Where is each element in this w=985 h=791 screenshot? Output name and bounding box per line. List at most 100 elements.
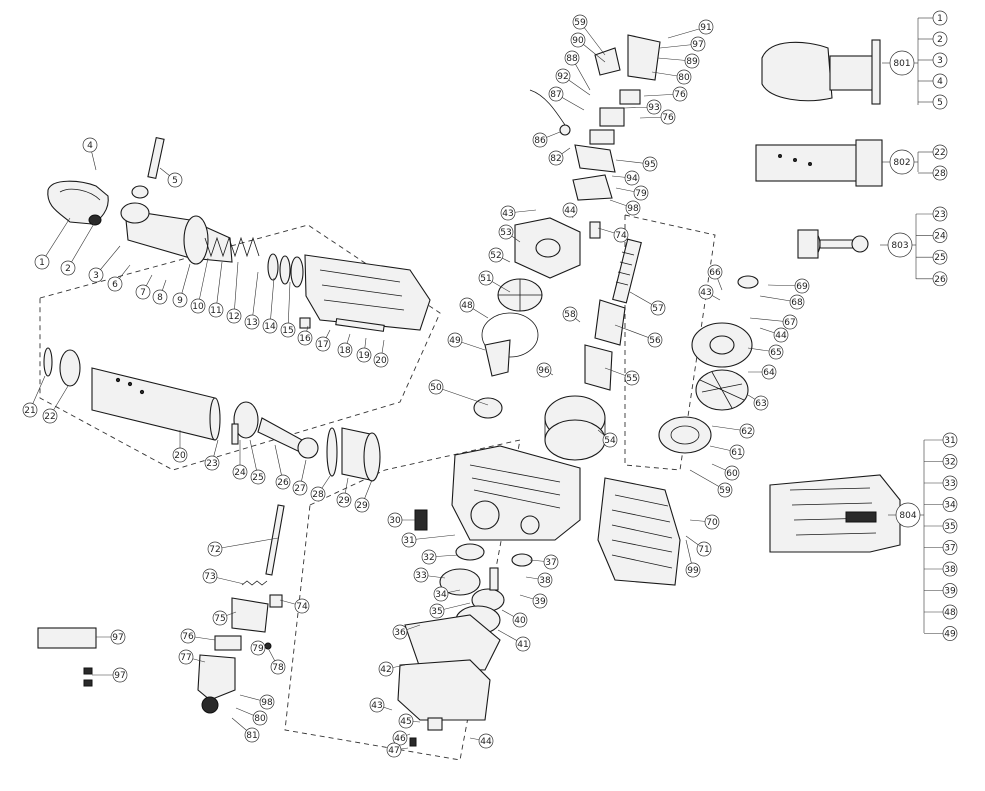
callout-circle (684, 53, 700, 69)
callout-circle (555, 68, 571, 84)
callout-circle (392, 730, 408, 746)
callout-circle (768, 344, 784, 360)
callout-circle (672, 86, 688, 102)
callout-circle (512, 612, 528, 628)
callout-circle (386, 742, 402, 758)
callout-number: 81 (246, 731, 257, 741)
callout-number: 40 (514, 616, 526, 626)
leader-line (41, 217, 71, 263)
callout-circle (515, 636, 531, 652)
callout-number: 96 (538, 366, 550, 376)
callout-59: 59 (717, 482, 733, 498)
callout-25: 25 (250, 469, 266, 485)
callout-number: 46 (394, 734, 406, 744)
leader-line (214, 537, 279, 550)
callout-88: 88 (564, 50, 580, 66)
bracket-part-number: 38 (944, 565, 956, 575)
callout-circle (753, 395, 769, 411)
bracket-part-number: 3 (937, 56, 943, 66)
callout-circle (310, 486, 326, 502)
callout-90: 90 (570, 32, 586, 48)
callout-number: 47 (388, 746, 399, 756)
callout-38: 38 (537, 572, 553, 588)
callout-number: 68 (791, 298, 803, 308)
callout-number: 3 (93, 271, 99, 281)
bracket-part-circle (942, 540, 958, 555)
callout-number: 67 (784, 318, 795, 328)
callout-number: 76 (662, 113, 674, 123)
spring-set-part (204, 236, 304, 288)
callout-number: 26 (277, 478, 289, 488)
callout-number: 23 (206, 459, 217, 469)
callout-number: 70 (706, 518, 718, 528)
callout-70: 70 (704, 514, 720, 530)
callout-circle (22, 402, 38, 418)
callout-number: 90 (572, 36, 584, 46)
bracket-part-number: 48 (944, 608, 956, 618)
callout-number: 9 (177, 296, 183, 306)
dashed-group-frames (39, 214, 716, 761)
callout-50: 50 (428, 379, 444, 395)
subassembly-803-picture (797, 229, 869, 259)
callout-14: 14 (262, 318, 278, 334)
callout-circle (167, 172, 183, 188)
subassembly-804-picture (769, 474, 901, 553)
callout-37: 37 (543, 554, 559, 570)
callout-number: 48 (461, 301, 473, 311)
callout-circle (250, 469, 266, 485)
callout-number: 11 (210, 306, 221, 316)
callout-number: 78 (272, 663, 284, 673)
bracket-part-number: 2 (937, 35, 943, 45)
callout-circle (212, 610, 228, 626)
callout-number: 80 (254, 714, 266, 724)
callout-circle (633, 185, 649, 201)
callout-circle (259, 694, 275, 710)
fan-assembly-part (658, 275, 759, 454)
callout-45: 45 (398, 713, 414, 729)
callout-number: 51 (480, 274, 491, 284)
callout-circle (570, 32, 586, 48)
callout-number: 16 (299, 334, 311, 344)
callout-circle (782, 314, 798, 330)
callout-circle (696, 541, 712, 557)
callout-number: 69 (796, 282, 808, 292)
callout-58: 58 (562, 306, 578, 322)
callout-18: 18 (337, 342, 353, 358)
callout-number: 94 (626, 174, 638, 184)
callout-number: 76 (182, 632, 194, 642)
callout-circle (698, 284, 714, 300)
callout-43: 43 (369, 697, 385, 713)
callout-circle (226, 308, 242, 324)
bracket-part-number: 4 (937, 77, 943, 87)
callout-number: 30 (389, 516, 401, 526)
callout-circle (107, 276, 123, 292)
callout-number: 82 (550, 154, 561, 164)
callout-circle (60, 260, 76, 276)
frame-motor-cover-group (624, 214, 716, 471)
callout-44: 44 (478, 733, 494, 749)
callout-circle (378, 661, 394, 677)
callout-number: 74 (296, 602, 308, 612)
callout-number: 33 (415, 571, 426, 581)
bracket-part-circle (942, 604, 958, 620)
callout-34: 34 (433, 586, 449, 602)
callout-circle (135, 284, 151, 300)
callout-8: 8 (152, 289, 168, 305)
callout-number: 66 (709, 268, 721, 278)
callout-13: 13 (244, 314, 260, 330)
callout-circle (690, 36, 706, 52)
bracket-part-circle (932, 144, 948, 160)
callout-circle (42, 408, 58, 424)
callout-28: 28 (310, 486, 326, 502)
callout-42: 42 (378, 661, 394, 677)
callout-circle (398, 713, 414, 729)
bracket-part-circle (932, 52, 948, 68)
callout-circle (297, 330, 313, 346)
callout-circle (564, 50, 580, 66)
ring-seals-part (43, 347, 81, 387)
bracket-part-circle (942, 626, 958, 641)
